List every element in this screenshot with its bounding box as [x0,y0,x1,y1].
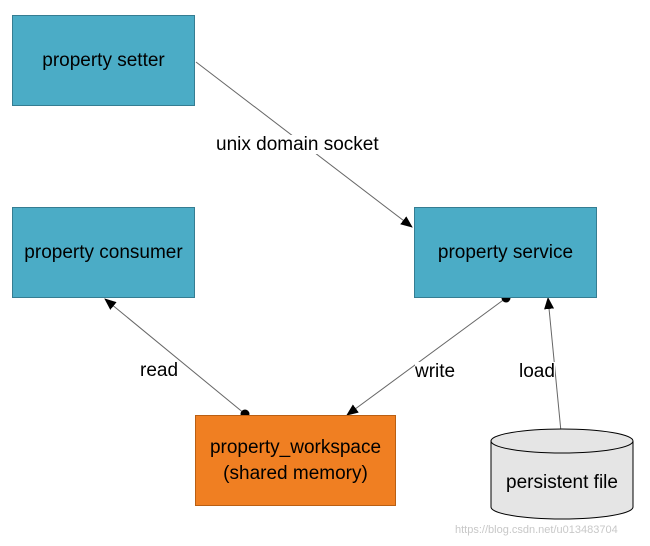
property-workspace-box: property_workspace (shared memory) [195,415,396,506]
property-setter-box: property setter [12,15,195,106]
property-consumer-label: property consumer [24,241,183,263]
property-workspace-label-line2: (shared memory) [223,462,368,484]
persistent-file-cylinder [490,428,634,520]
watermark-text: https://blog.csdn.net/u013483704 [455,524,618,536]
load-label: load [519,361,555,382]
property-service-box: property service [414,207,597,298]
edge-workspace-to-consumer [104,298,246,415]
property-workspace-label-line1: property_workspace [209,436,382,458]
edge-service-to-workspace [346,297,507,416]
property-service-label: property service [437,241,574,263]
persistent-file-label: persistent file [506,472,618,493]
property-consumer-box: property consumer [12,207,195,298]
read-label: read [140,360,179,381]
unix-domain-socket-label: unix domain socket [216,134,379,155]
edge-file-to-service [544,297,563,443]
write-label: write [415,361,456,382]
property-setter-label: property setter [42,49,165,71]
